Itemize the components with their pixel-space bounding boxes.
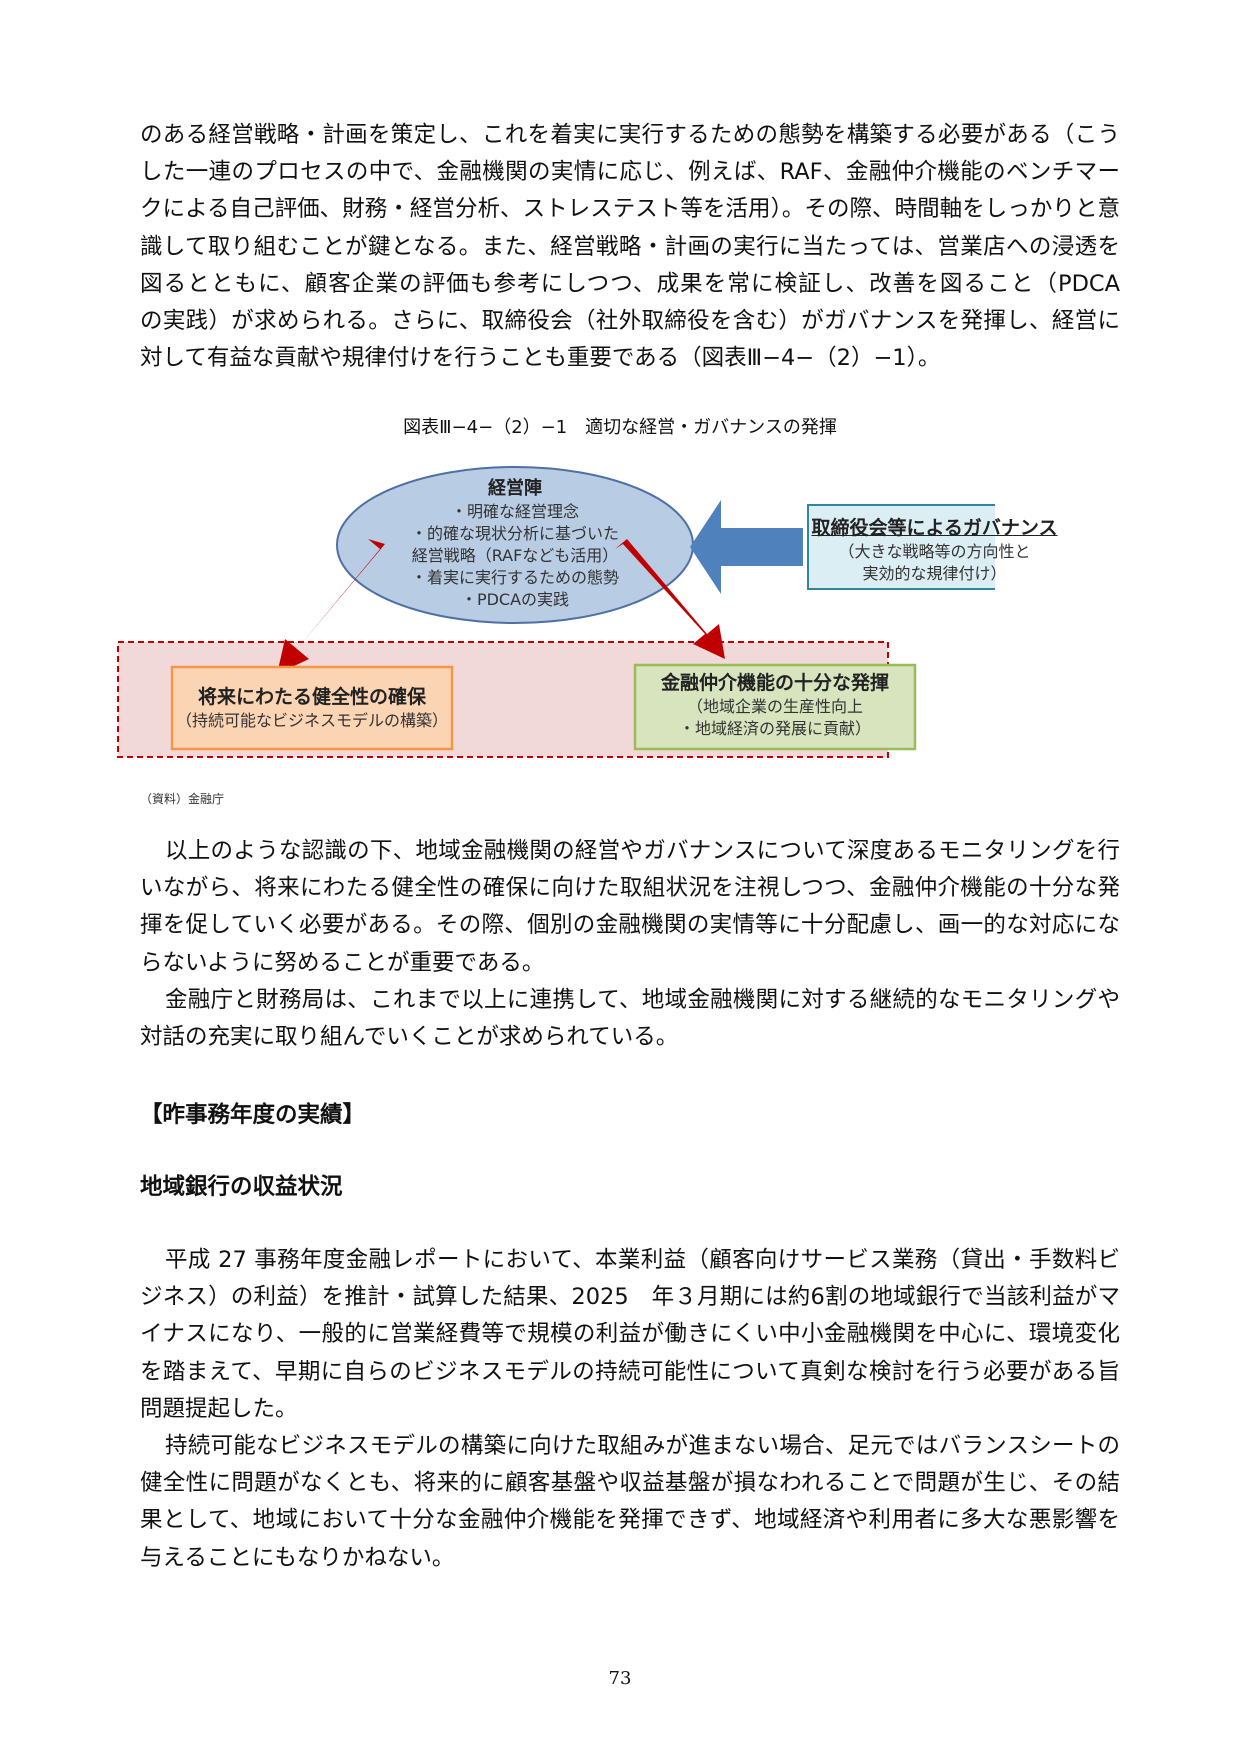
- intermediation-line: ・地域経済の発展に貢献）: [678, 719, 871, 738]
- paragraph-1: のある経営戦略・計画を策定し、これを着実に実行するための態勢を構築する必要がある…: [140, 122, 1143, 372]
- management-oval-text: 経営陣 ・明確な経営理念 ・的確な現状分析に基づいた 経営戦略（RAFなども活用…: [365, 465, 665, 625]
- management-item: ・的確な現状分析に基づいた: [410, 524, 619, 543]
- paragraph-3: 金融庁と財務局は、これまで以上に連携して、地域金融機関に対する継続的なモニタリン…: [140, 986, 1120, 1051]
- governance-line: 実効的な規律付け）: [862, 564, 1007, 583]
- paragraph-4: 平成 27 事務年度金融レポートにおいて、本業利益（顧客向けサービス業務（貸出・…: [140, 1247, 1120, 1422]
- soundness-box: [170, 665, 454, 751]
- paragraph-5: 持続可能なビジネスモデルの構築に向けた取組みが進まない場合、足元ではバランスシー…: [140, 1433, 1120, 1571]
- red-arrow-right: [615, 539, 725, 659]
- body-text-block-2: 以上のような認識の下、地域金融機関の経営やガバナンスについて深度あるモニタリング…: [140, 833, 1120, 1056]
- figure-source: （資料）金融庁: [140, 792, 225, 806]
- management-item: ・着実に実行するための態勢: [410, 568, 619, 587]
- governance-box-text: 取締役会等によるガバナンス （大きな戦略等の方向性と 実効的な規律付け）: [808, 505, 1061, 589]
- figure-title: 図表Ⅲ−4−（2）−1 適切な経営・ガバナンスの発揮: [403, 417, 837, 438]
- management-title: 経営陣: [488, 478, 542, 499]
- body-text-block-3: 平成 27 事務年度金融レポートにおいて、本業利益（顧客向けサービス業務（貸出・…: [140, 1242, 1120, 1577]
- management-item: ・明確な経営理念: [450, 502, 579, 521]
- governance-line: （大きな戦略等の方向性と: [838, 542, 1031, 561]
- intermediation-line: （地域企業の生産性向上: [686, 697, 863, 716]
- red-arrow-left: [277, 539, 385, 674]
- body-text-block-1: のある経営戦略・計画を策定し、これを着実に実行するための態勢を構築する必要がある…: [140, 117, 1143, 377]
- page-number: 73: [608, 1668, 632, 1689]
- soundness-title: 将来にわたる健全性の確保: [197, 686, 426, 708]
- management-item: ・PDCAの実践: [460, 590, 570, 609]
- paragraph-2: 以上のような認識の下、地域金融機関の経営やガバナンスについて深度あるモニタリング…: [140, 838, 1120, 976]
- diagram-shapes: [117, 466, 995, 758]
- soundness-box-text: 将来にわたる健全性の確保 （持続可能なビジネスモデルの構築）: [172, 667, 452, 749]
- blue-arrow: [690, 500, 803, 594]
- governance-box: [807, 504, 995, 590]
- intermediation-title: 金融仲介機能の十分な発揮: [660, 672, 889, 694]
- intermediation-box: [633, 663, 917, 751]
- subsection-heading: 地域銀行の収益状況: [140, 1174, 343, 1200]
- soundness-sub: （持続可能なビジネスモデルの構築）: [175, 711, 448, 730]
- governance-title: 取締役会等によるガバナンス: [811, 517, 1058, 539]
- section-heading: 【昨事務年度の実績】: [140, 1102, 366, 1128]
- intermediation-box-text: 金融仲介機能の十分な発揮 （地域企業の生産性向上 ・地域経済の発展に貢献）: [635, 665, 915, 749]
- governance-diagram: 経営陣 ・明確な経営理念 ・的確な現状分析に基づいた 経営戦略（RAFなども活用…: [115, 460, 1058, 785]
- management-item: 経営戦略（RAFなども活用）: [411, 546, 619, 565]
